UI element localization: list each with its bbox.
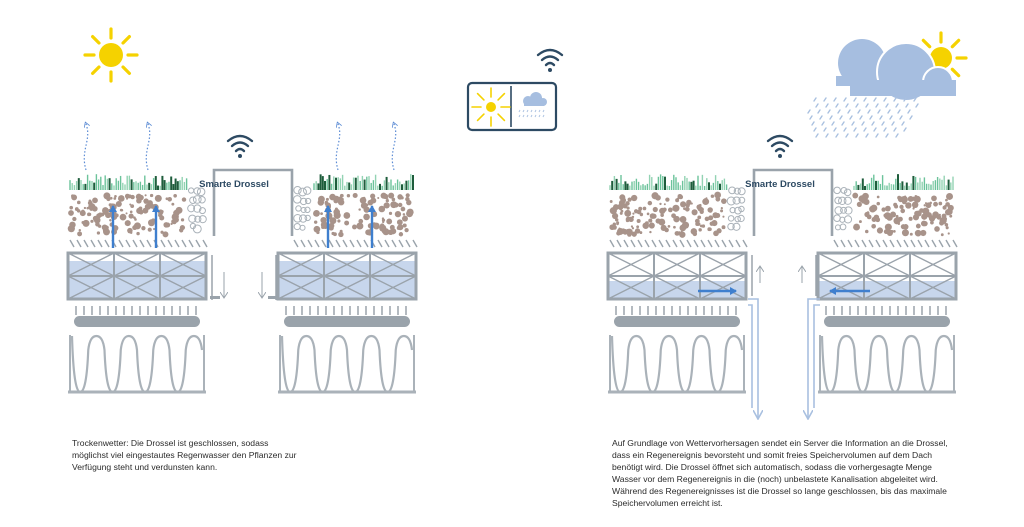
drain-pipe-icon: [748, 298, 820, 418]
roof-construction: [608, 306, 746, 394]
water-storage-crate: [606, 251, 748, 301]
caption-dry-weather: Trockenwetter: Die Drossel ist geschloss…: [72, 438, 297, 472]
evaporation-arrow: [83, 124, 87, 171]
gravel-strip: [833, 186, 853, 231]
wifi-icon: [226, 134, 254, 158]
cloud-icon: [523, 92, 547, 106]
soil-layer: [852, 192, 954, 237]
sun-icon: [471, 87, 511, 127]
throttle-valve: [210, 296, 220, 299]
filter-fleece: [609, 239, 748, 248]
plant-icon: [69, 174, 188, 190]
water-storage-crate: [66, 251, 208, 301]
rain-icon: [807, 97, 919, 138]
soil-layer: [609, 191, 727, 238]
filter-fleece: [69, 239, 208, 248]
throttle-housing: [752, 168, 834, 236]
evaporation-arrow: [145, 124, 149, 171]
water-storage-crate: [276, 251, 418, 301]
section-dry-weather: [66, 124, 418, 394]
filter-fleece: [833, 239, 958, 248]
soil-layer: [313, 192, 414, 238]
caption-rain-forecast: Auf Grundlage von Wettervorhersagen send…: [612, 438, 948, 508]
roof-construction: [818, 306, 956, 394]
roof-construction: [278, 306, 416, 394]
rain-icon: [518, 109, 545, 118]
cloud-icon: [836, 39, 956, 102]
plant-icon: [609, 174, 728, 190]
gravel-strip: [187, 187, 207, 234]
water-storage-crate: [816, 251, 958, 301]
gravel-strip: [726, 186, 746, 231]
smart-throttle-label-left: Smarte Drossel: [199, 179, 269, 190]
roof-construction: [68, 306, 206, 394]
sun-icon: [83, 27, 139, 83]
smart-throttle-label-right: Smarte Drossel: [745, 179, 815, 190]
wifi-icon: [536, 48, 564, 72]
soil-layer: [67, 192, 187, 238]
throttle-valve: [268, 296, 278, 299]
evaporation-arrow: [391, 124, 395, 171]
gravel-strip: [293, 185, 312, 231]
plant-icon: [853, 174, 954, 190]
weather-display-icon: [466, 81, 558, 132]
evaporation-arrow: [335, 124, 339, 171]
weather-layer: [83, 27, 968, 138]
roof-layer: [66, 124, 958, 418]
filter-fleece: [293, 239, 418, 248]
throttle-housing: [212, 168, 294, 236]
plant-icon: [313, 174, 414, 190]
section-rain-forecast: [606, 134, 958, 418]
wifi-icon: [766, 134, 794, 158]
